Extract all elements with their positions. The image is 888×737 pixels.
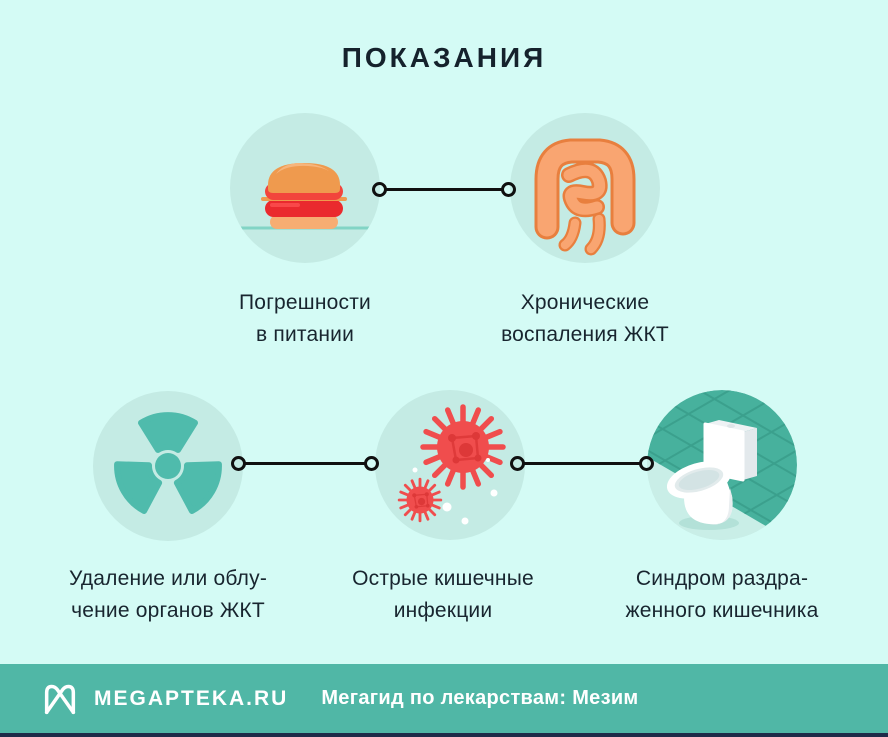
connector-endpoint: [231, 456, 246, 471]
node-irritable-bowel: [647, 390, 797, 540]
label-line: чение органов ЖКТ: [71, 599, 265, 622]
connector-endpoint: [372, 182, 387, 197]
node-label-gi-removal-radiation: Удаление или облу- чение органов ЖКТ: [28, 563, 308, 627]
label-line: инфекции: [393, 599, 493, 622]
burger-icon: [240, 163, 370, 230]
connector-line: [386, 188, 502, 191]
radiation-icon: [114, 412, 222, 514]
label-line: женного кишечника: [625, 599, 819, 622]
footer-brand: MEGAPTEKA.RU: [94, 686, 289, 710]
connector-endpoint: [510, 456, 525, 471]
label-line: Погрешности: [239, 291, 371, 314]
label-line: Хронические: [520, 291, 650, 314]
label-line: в питании: [255, 323, 354, 346]
node-label-diet-errors: Погрешности в питании: [175, 287, 435, 351]
connector-row2-left: [231, 456, 381, 472]
connector-row2-right: [510, 456, 656, 472]
node-intestinal-infections: [375, 390, 525, 540]
toilet-icon: [647, 390, 797, 540]
node-chronic-inflammation: [510, 113, 660, 263]
connector-line: [245, 462, 365, 465]
connector-row1: [372, 182, 518, 198]
label-line: Острые кишечные: [352, 567, 534, 590]
node-gi-removal-radiation: [93, 391, 243, 541]
node-label-irritable-bowel: Синдром раздра- женного кишечника: [570, 563, 874, 627]
intestines-icon: [534, 138, 636, 256]
connector-endpoint: [501, 182, 516, 197]
bottom-edge-strip: [0, 733, 888, 737]
infographic-title: ПОКАЗАНИЯ: [341, 42, 547, 73]
footer-bar: MEGAPTEKA.RU Мегагид по лекарствам: Мези…: [0, 664, 888, 733]
node-label-chronic-inflammation: Хронические воспаления ЖКТ: [445, 287, 725, 351]
megapteka-logo: [44, 684, 76, 714]
label-line: Синдром раздра-: [635, 567, 809, 590]
label-line: Удаление или облу-: [68, 567, 268, 590]
label-line: воспаления ЖКТ: [501, 323, 669, 346]
connector-endpoint: [639, 456, 654, 471]
node-label-intestinal-infections: Острые кишечные инфекции: [303, 563, 583, 627]
footer-tagline: Мегагид по лекарствам: Мезим: [321, 687, 639, 709]
connector-endpoint: [364, 456, 379, 471]
node-diet-errors: [230, 113, 380, 263]
connector-line: [524, 462, 640, 465]
virus-icon: [397, 390, 525, 525]
